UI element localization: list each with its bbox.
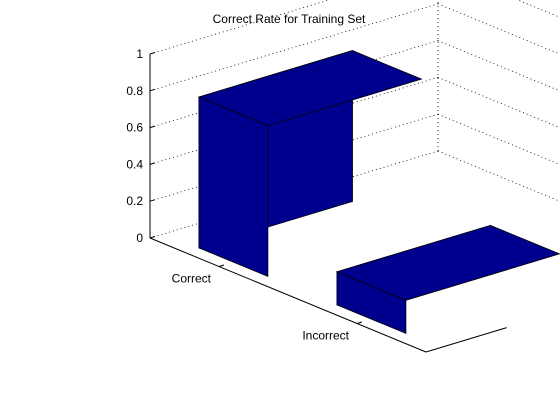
gridline-back: [437, 113, 560, 166]
category-tick: [218, 264, 225, 267]
category-tick: [356, 321, 363, 324]
grid: [149, 0, 560, 239]
category-tick-label: Correct: [172, 272, 212, 286]
bar-incorrect: [335, 224, 560, 334]
bar-top-face: [197, 50, 423, 126]
z-tick-label: 0.6: [126, 121, 143, 135]
category-axis-line: [149, 237, 427, 353]
z-tick: [149, 125, 156, 129]
bar-front-face: [198, 96, 269, 277]
depth-axis-line: [425, 327, 507, 353]
z-tick: [149, 236, 156, 239]
z-tick: [149, 52, 156, 55]
z-tick-label: 0: [136, 231, 143, 245]
z-tick-label: 1: [136, 47, 143, 61]
z-tick-label: 0.8: [126, 84, 143, 98]
category-tick-label: Incorrect: [302, 329, 349, 343]
axes: [149, 52, 507, 353]
bar-correct: [197, 50, 423, 277]
gridline-back: [437, 40, 560, 92]
bars: [197, 50, 560, 334]
gridline-side: [149, 0, 331, 55]
z-tick: [149, 162, 156, 165]
z-tick: [149, 199, 156, 202]
gridline-back: [516, 0, 560, 18]
gridline-back: [437, 3, 560, 55]
gridline-back: [437, 77, 560, 129]
chart-title: Correct Rate for Training Set: [213, 12, 366, 26]
z-tick-label: 0.2: [126, 194, 143, 208]
z-tick: [149, 88, 156, 92]
z-tick-label: 0.4: [126, 157, 143, 171]
